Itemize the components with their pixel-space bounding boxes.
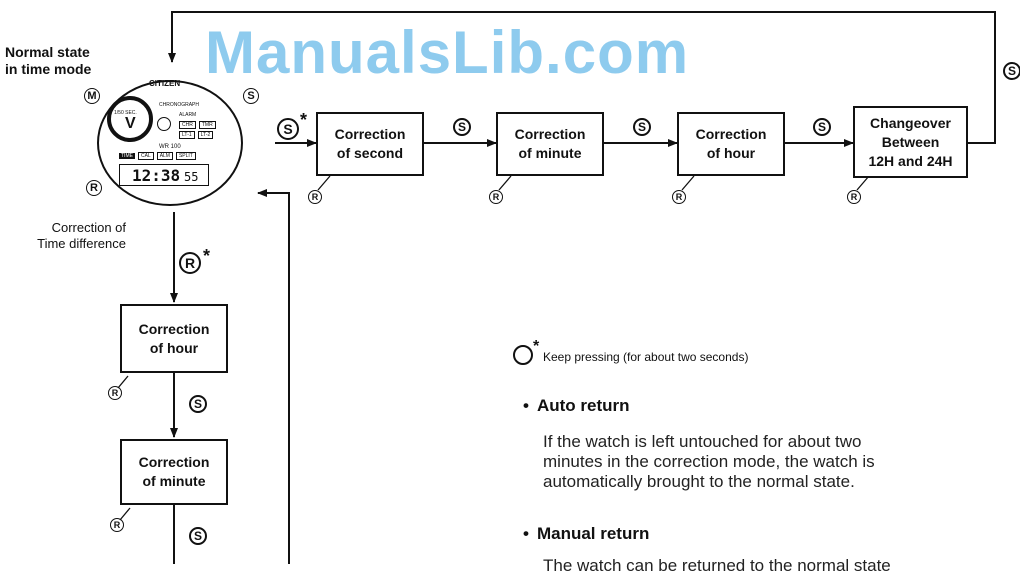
box-left-correction-hour: Correction of hour bbox=[120, 304, 228, 373]
left-return-line bbox=[257, 189, 290, 564]
r-icon-second: R bbox=[308, 190, 322, 204]
watch-brand: CITIZEN bbox=[149, 79, 181, 88]
center-circle bbox=[157, 117, 171, 131]
m-button-icon: M bbox=[84, 88, 100, 104]
s-icon-loop: S bbox=[1003, 62, 1020, 80]
box-correction-minute: Correction of minute bbox=[496, 112, 604, 176]
start-state-label: Normal state in time mode bbox=[5, 44, 92, 77]
return-loop-line bbox=[168, 11, 996, 144]
legend-text: Keep pressing (for about two seconds) bbox=[543, 350, 749, 364]
legend-circle-icon bbox=[513, 345, 533, 365]
r-icon-left-hour: R bbox=[108, 386, 122, 400]
analog-subdial: 1/50 SEC. V bbox=[107, 96, 153, 142]
s-button-icon: S bbox=[243, 88, 259, 104]
s-icon-left-2: S bbox=[189, 527, 207, 545]
water-resist-label: WR 100 bbox=[159, 144, 181, 150]
r-icon-changeover: R bbox=[847, 190, 861, 204]
r-hold-star: * bbox=[203, 246, 211, 266]
auto-return-body: If the watch is left untouched for about… bbox=[543, 432, 875, 491]
r-icon-hour: R bbox=[672, 190, 686, 204]
manual-return-body: The watch can be returned to the normal … bbox=[543, 556, 891, 575]
box-left-correction-minute: Correction of minute bbox=[120, 439, 228, 505]
box-correction-second: Correction of second bbox=[316, 112, 424, 176]
box-changeover-12h-24h: Changeover Between 12H and 24H bbox=[853, 106, 968, 178]
alarm-label: ALARM bbox=[179, 112, 197, 118]
chronograph-logo: CHRONOGRAPH bbox=[159, 102, 200, 108]
watch-face: CITIZEN 1/50 SEC. V CHRONOGRAPH ALARM CH… bbox=[97, 79, 243, 206]
subdial-v-mark: V bbox=[125, 115, 136, 132]
auto-return-heading: •Auto return bbox=[523, 396, 630, 415]
manual-return-heading: •Manual return bbox=[523, 524, 650, 543]
r-icon-left-minute: R bbox=[110, 518, 124, 532]
watermark: ManualsLib.com bbox=[205, 19, 690, 86]
hold-star: * bbox=[300, 110, 308, 130]
s-icon-3: S bbox=[633, 118, 651, 136]
s-icon-2: S bbox=[453, 118, 471, 136]
s-icon-left-1: S bbox=[189, 395, 207, 413]
digital-display: 12:38 55 bbox=[119, 164, 209, 186]
legend-star: * bbox=[533, 338, 540, 355]
time-difference-label: Correction of Time difference bbox=[37, 220, 126, 251]
r-button-icon: R bbox=[86, 180, 102, 196]
flow-diagram bbox=[117, 11, 996, 564]
subdial-label: 1/50 SEC. bbox=[114, 110, 137, 116]
r-icon-minute: R bbox=[489, 190, 503, 204]
s-hold-icon: S bbox=[277, 118, 299, 140]
box-correction-hour: Correction of hour bbox=[677, 112, 785, 176]
r-hold-icon: R bbox=[179, 252, 201, 274]
s-icon-4: S bbox=[813, 118, 831, 136]
